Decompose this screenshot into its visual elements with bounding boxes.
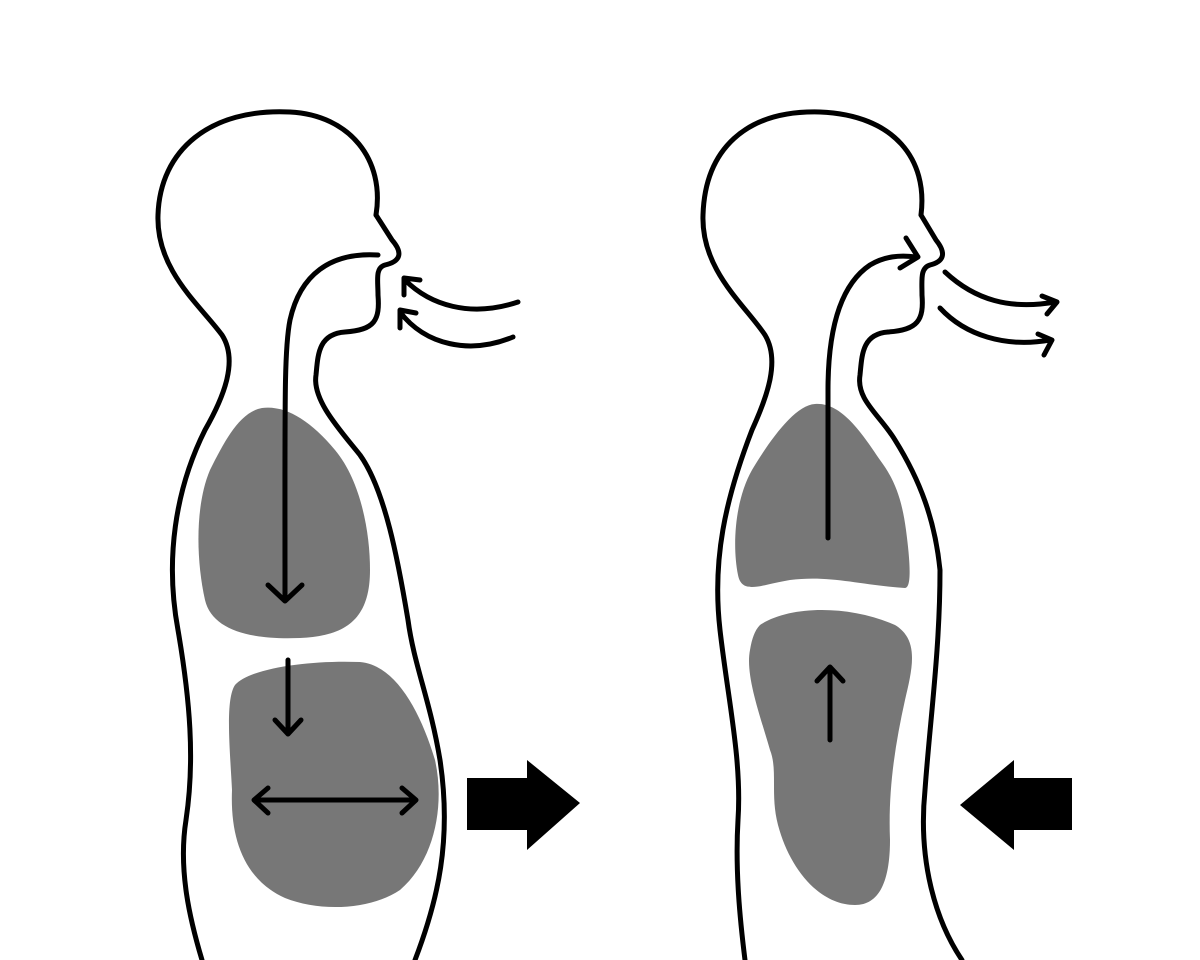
left-body-outline	[155, 109, 380, 960]
airway-up-arrow-icon	[897, 235, 921, 271]
abdomen-expand-arrow-icon	[251, 785, 419, 816]
air-in-arrow-icon	[397, 307, 516, 349]
air-out-arrow-icon	[942, 269, 1060, 317]
big-left-arrow-icon	[960, 760, 1072, 850]
air-out-arrow-icon	[937, 305, 1055, 358]
right-figure	[700, 109, 1072, 960]
diaphragm-up-arrow-icon	[814, 664, 846, 743]
left-abdomen	[228, 661, 439, 908]
right-face-outline	[857, 212, 965, 960]
air-in-arrow-icon	[401, 275, 521, 312]
airway-down-arrow-icon	[265, 582, 305, 604]
left-face-outline	[313, 212, 447, 960]
right-upper-lung	[735, 403, 910, 588]
right-body-outline	[700, 109, 925, 960]
right-abdomen	[749, 610, 913, 905]
right-airway-line	[825, 253, 919, 541]
diaphragm-down-arrow-icon	[272, 657, 304, 737]
left-figure	[155, 109, 580, 960]
left-airway-line	[282, 252, 381, 603]
big-right-arrow-icon	[467, 760, 580, 850]
